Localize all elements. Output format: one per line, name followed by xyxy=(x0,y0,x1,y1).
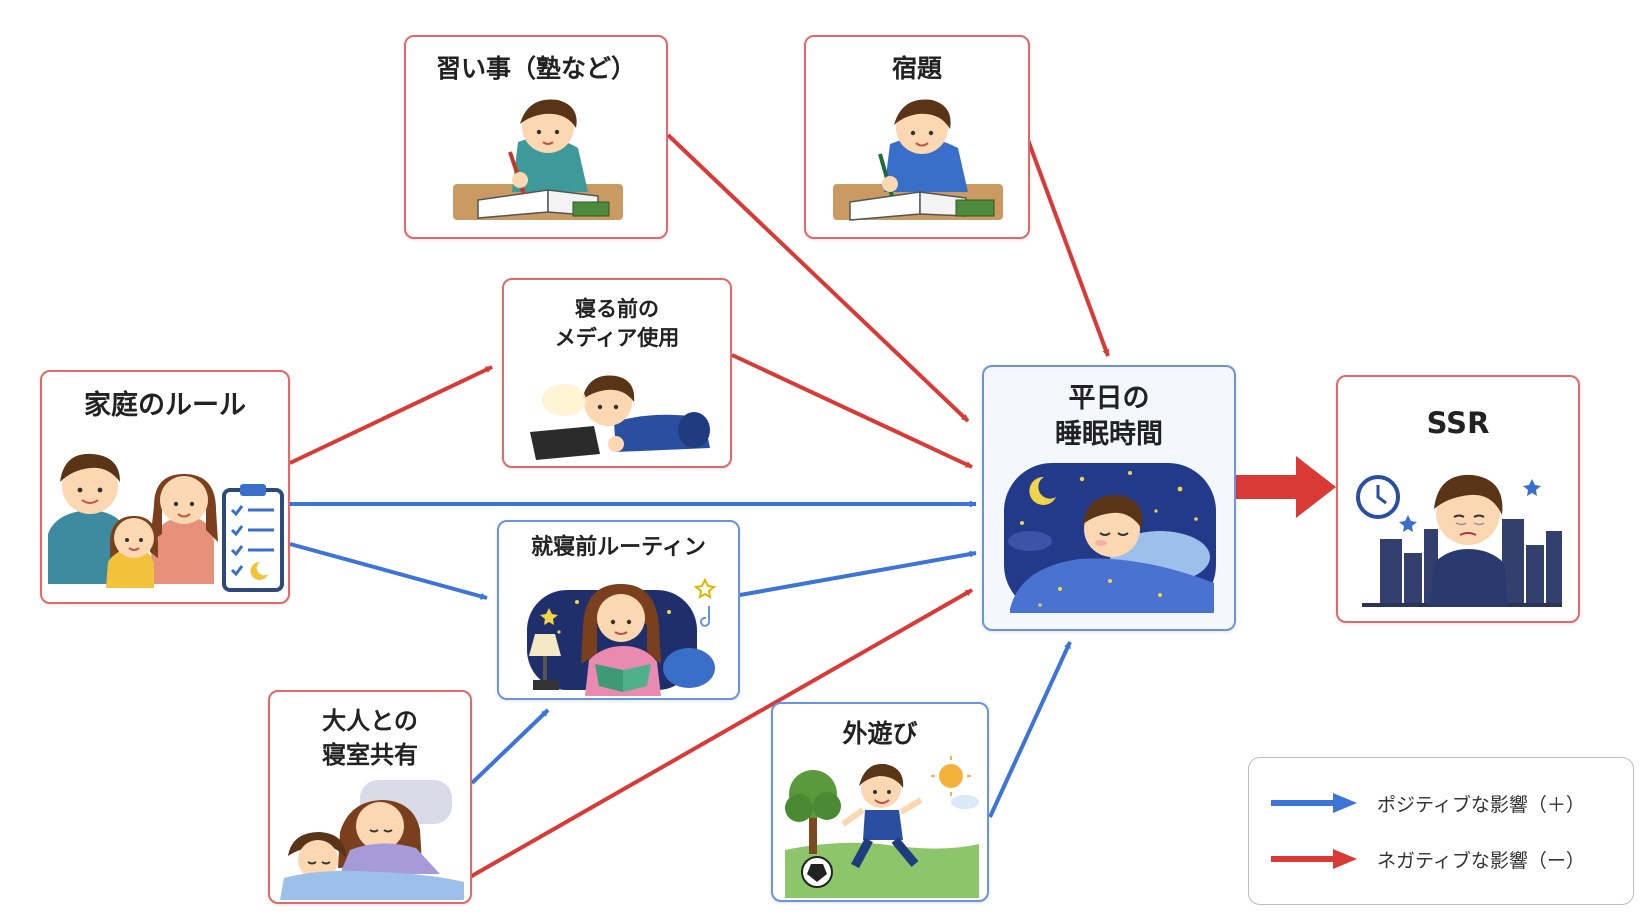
arrow-suimin-to-ssr xyxy=(1236,456,1336,518)
arrow-routine-to-suimin xyxy=(739,550,977,597)
legend-positive: ポジティブな影響（＋） xyxy=(1269,786,1585,820)
node-routine: 就寝前ルーティン xyxy=(497,520,740,700)
studying-boy-illustration xyxy=(453,99,623,220)
arrow-otona-to-routine xyxy=(470,708,550,785)
node-suimin: 平日の 睡眠時間 xyxy=(982,365,1236,631)
arrow-katei-to-routine xyxy=(289,542,488,600)
sleeping-boy-illustration xyxy=(1004,463,1216,613)
node-otona-label-1: 大人との xyxy=(322,707,418,735)
node-media: 寝る前の メディア使用 xyxy=(502,278,732,468)
node-routine-label: 就寝前ルーティン xyxy=(531,535,706,560)
tablet-boy-illustration xyxy=(530,375,710,460)
arrow-shukudai-to-suimin xyxy=(1026,139,1110,357)
positive-arrow-icon xyxy=(1271,793,1357,813)
node-katei: 家庭のルール xyxy=(40,370,290,604)
legend-negative: ネガティブな影響（ー） xyxy=(1269,842,1585,876)
family-rules-illustration xyxy=(48,453,284,592)
node-ssr: SSR xyxy=(1336,375,1580,623)
cosleeping-illustration xyxy=(280,780,464,900)
arrow-media-to-suimin xyxy=(731,353,973,469)
node-otona: 大人との 寝室共有 xyxy=(268,690,472,904)
node-suimin-label-2: 睡眠時間 xyxy=(1055,419,1163,450)
bedtime-reading-girl-illustration xyxy=(527,577,717,696)
arrow-sotoasobi-to-suimin xyxy=(988,641,1072,818)
node-suimin-label-1: 平日の xyxy=(1068,383,1150,414)
legend-positive-label: ポジティブな影響（＋） xyxy=(1377,793,1585,816)
node-media-label-2: メディア使用 xyxy=(554,326,680,350)
node-media-label-1: 寝る前の xyxy=(575,297,659,321)
node-narai-label: 習い事（塾など） xyxy=(435,54,636,83)
legend-negative-label: ネガティブな影響（ー） xyxy=(1377,849,1585,872)
homework-boy-illustration xyxy=(833,99,1003,221)
node-katei-label: 家庭のルール xyxy=(84,390,246,421)
node-shukudai-label: 宿題 xyxy=(891,54,942,83)
tired-child-illustration xyxy=(1356,474,1562,607)
node-sotoasobi: 外遊び xyxy=(771,702,989,902)
node-ssr-label: SSR xyxy=(1426,406,1490,440)
outdoor-play-illustration xyxy=(785,754,979,898)
node-sotoasobi-label: 外遊び xyxy=(842,719,918,748)
node-narai: 習い事（塾など） xyxy=(404,35,668,239)
node-otona-label-2: 寝室共有 xyxy=(322,741,418,769)
arrow-katei-to-media xyxy=(289,365,493,465)
node-shukudai: 宿題 xyxy=(804,35,1030,239)
negative-arrow-icon xyxy=(1271,849,1357,869)
legend: ポジティブな影響（＋） ネガティブな影響（ー） xyxy=(1248,757,1634,905)
